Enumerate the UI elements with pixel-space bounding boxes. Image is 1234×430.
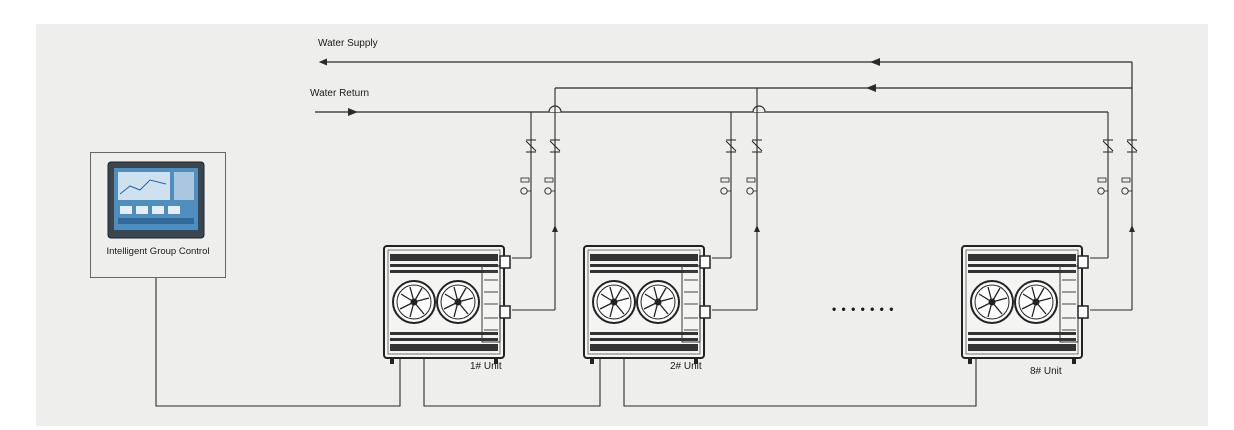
unit-8-label: 8# Unit xyxy=(1030,366,1062,377)
more-units-ellipsis: • • • • • • • xyxy=(832,302,895,316)
unit-2-graphic xyxy=(584,246,710,364)
touch-panel-icon xyxy=(107,161,205,239)
unit-8-graphic xyxy=(962,246,1088,364)
control-cable xyxy=(155,278,401,407)
water-return-label: Water Return xyxy=(310,88,370,99)
controller-box xyxy=(90,152,226,278)
unit-2-label: 2# Unit xyxy=(670,361,702,372)
controller-label: Intelligent Group Control xyxy=(106,246,210,257)
water-supply-label: Water Supply xyxy=(318,38,378,49)
unit-1-label: 1# Unit xyxy=(470,361,502,372)
unit-1-graphic xyxy=(384,246,510,364)
